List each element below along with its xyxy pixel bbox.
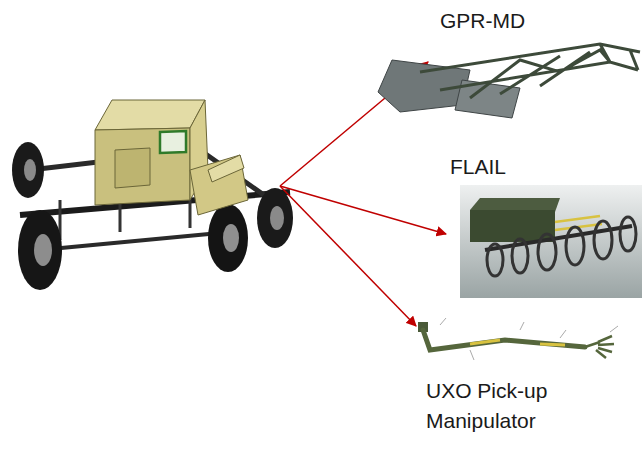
part-label: FLAIL: [450, 152, 550, 182]
part-label: UXO Pick-up Manipulator: [426, 376, 576, 436]
vehicle-drawing: [12, 100, 293, 290]
part-label: GPR-MD: [440, 6, 560, 36]
flail-drawing: [460, 185, 642, 298]
gpr-md-drawing: [378, 44, 640, 118]
manipulator-drawing: [418, 318, 618, 360]
